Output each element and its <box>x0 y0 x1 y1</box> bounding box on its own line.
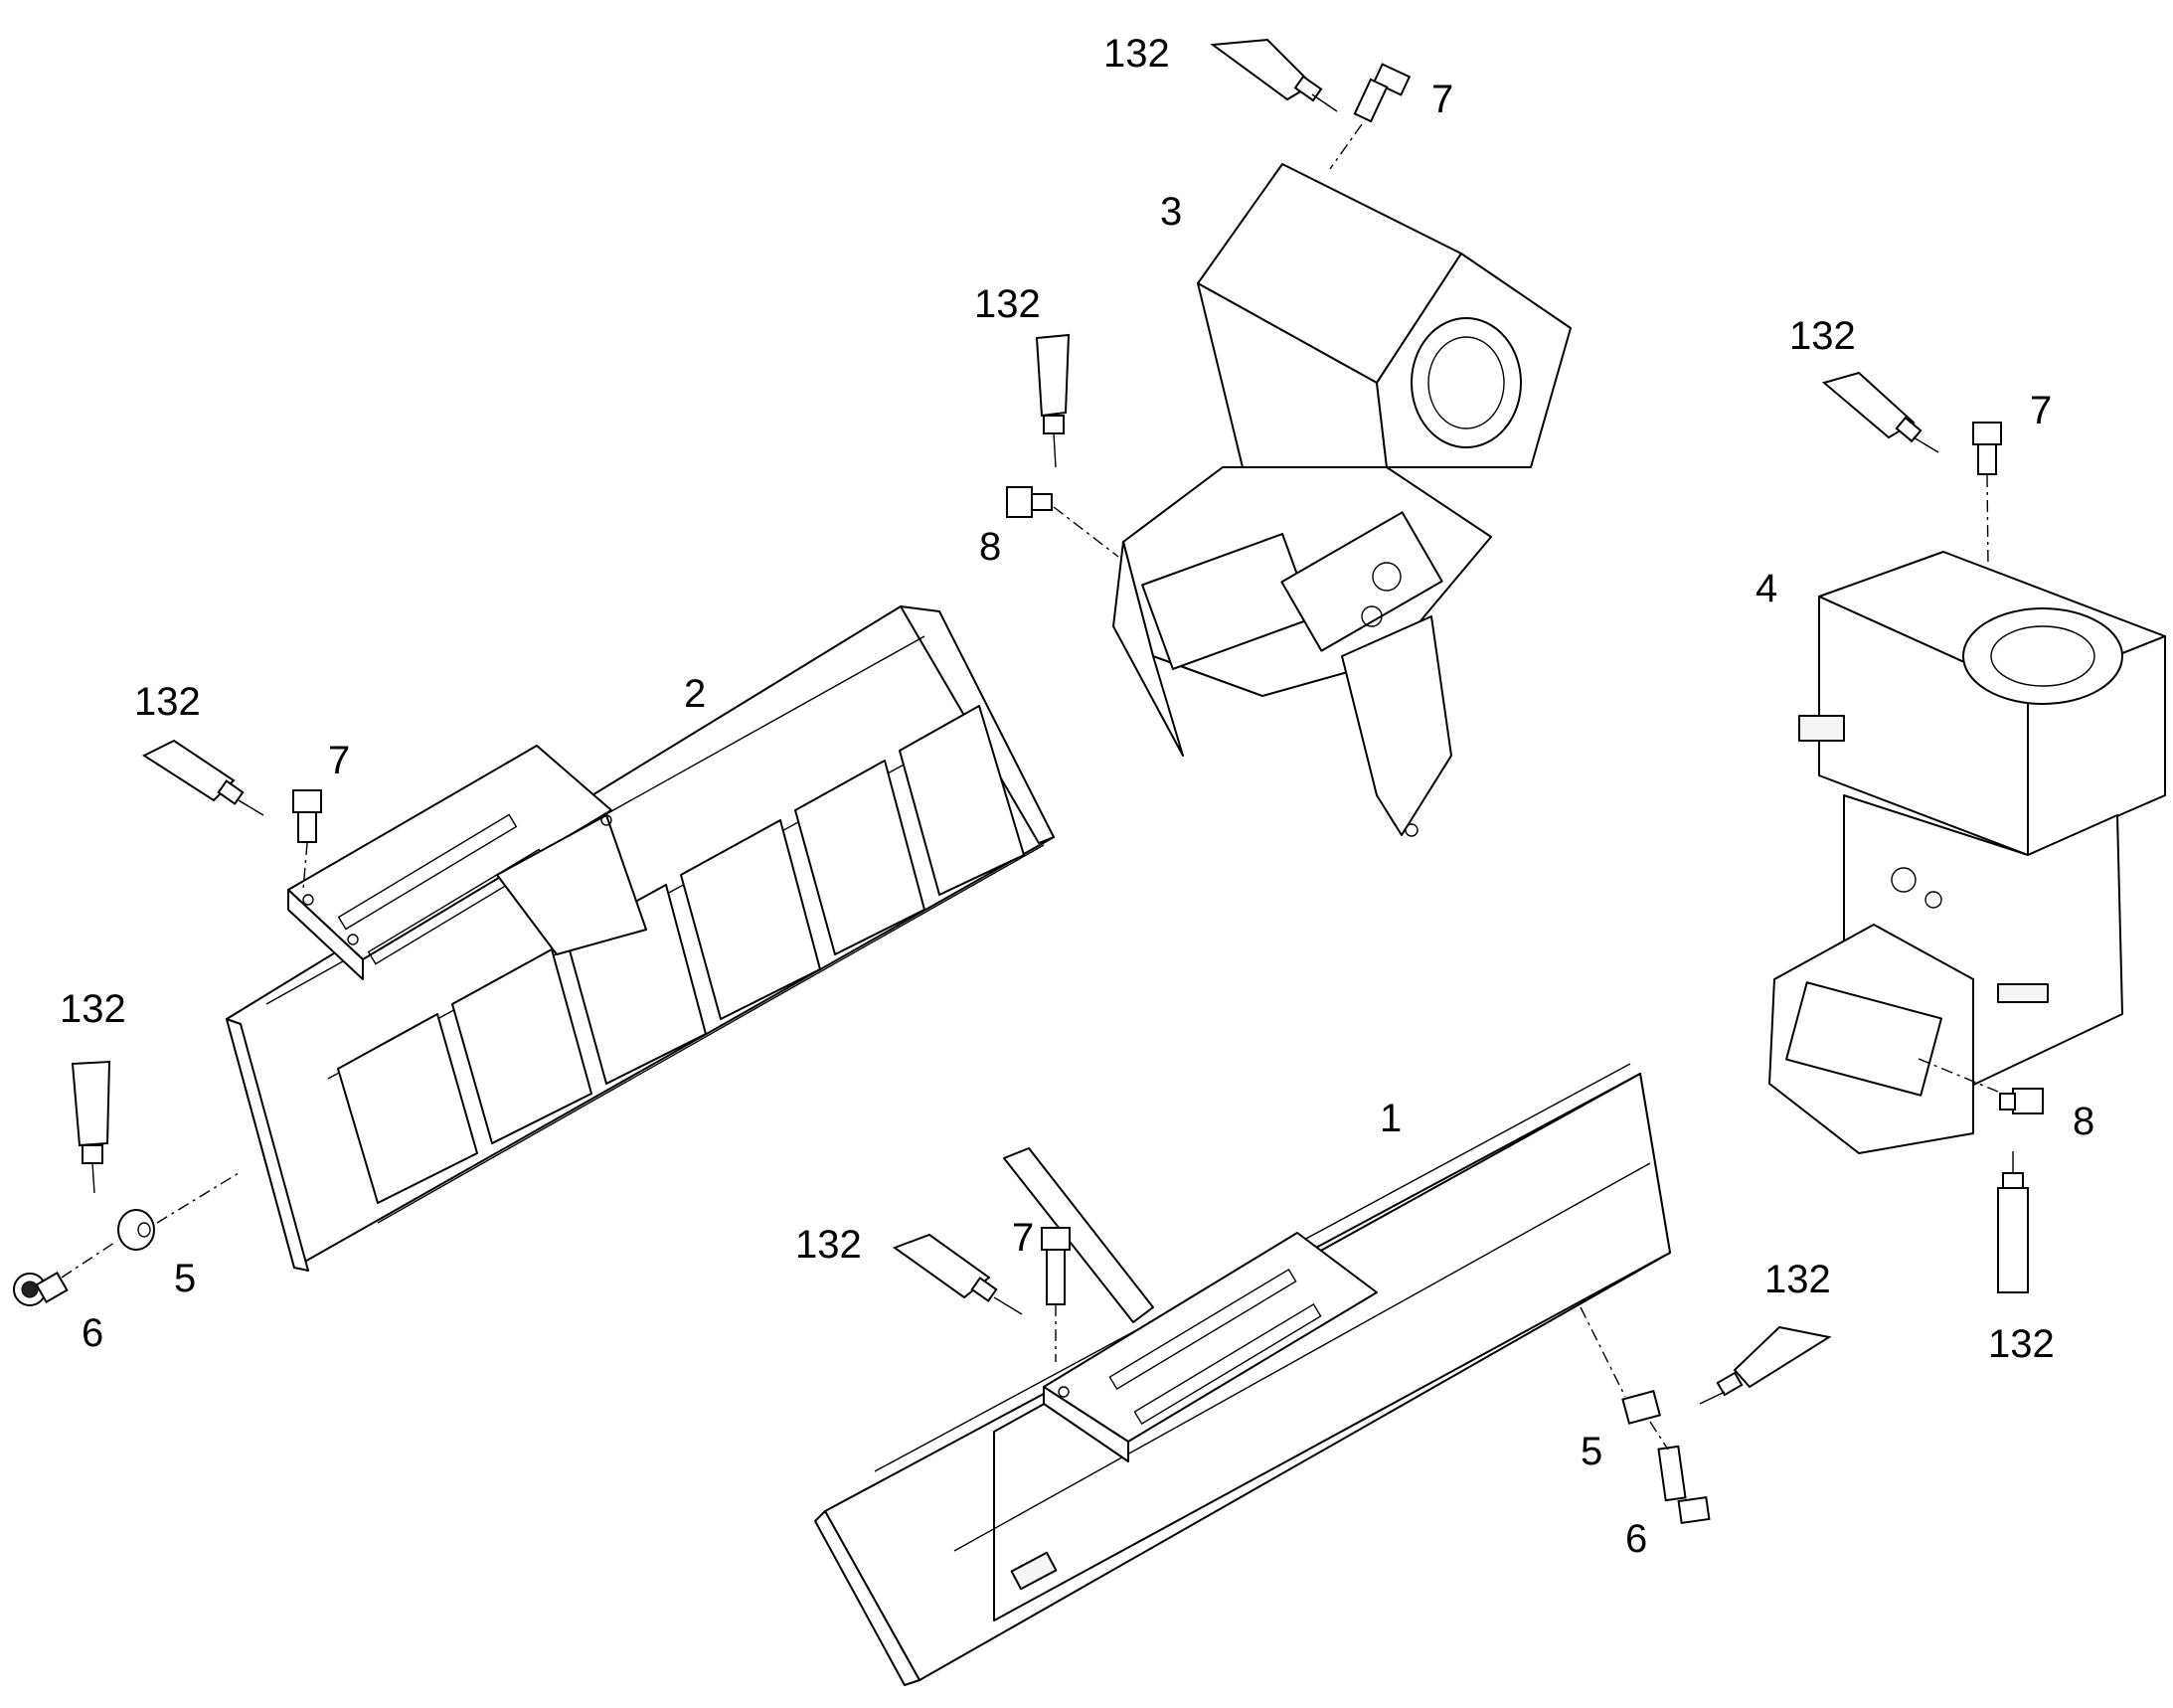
callout-132-right-bottom: 132 <box>1988 1322 2055 1366</box>
part-1-housing <box>814 1063 1671 1686</box>
callout-8-right: 8 <box>2073 1100 2095 1143</box>
callout-3: 3 <box>1160 190 1183 234</box>
adhesive-tube-right-vertical <box>1997 1151 2029 1293</box>
callout-7-right: 7 <box>2030 389 2053 432</box>
adhesive-tube-top <box>1210 38 1338 112</box>
nut-6-left <box>13 1271 69 1306</box>
callout-6-left: 6 <box>82 1311 104 1355</box>
spacer-5-right <box>1621 1390 1662 1425</box>
assembly-lines <box>61 123 1999 1451</box>
nut-6-right <box>1657 1445 1711 1524</box>
callout-132-center: 132 <box>974 282 1041 326</box>
callout-132-right-top: 132 <box>1789 314 1856 358</box>
bolt-7-bottom <box>1041 1227 1071 1305</box>
adhesive-tube-center <box>1035 333 1071 468</box>
callout-132-bottom: 132 <box>795 1223 862 1267</box>
adhesive-tube-bottom-center <box>892 1233 1023 1315</box>
part-3-housing <box>1112 163 1572 837</box>
part-4-housing <box>1768 551 2166 1154</box>
bolt-8-right <box>1999 1088 2044 1114</box>
callout-5-right: 5 <box>1581 1430 1603 1473</box>
adhesive-tube-bottom-right <box>1699 1325 1832 1405</box>
bolt-7-top <box>1353 63 1412 123</box>
callout-1: 1 <box>1380 1097 1403 1140</box>
part-2-housing <box>226 605 1055 1272</box>
bolt-7-right <box>1972 422 2002 475</box>
callout-7-top: 7 <box>1431 78 1454 121</box>
spacer-5-left <box>117 1209 155 1251</box>
callout-4: 4 <box>1755 567 1778 610</box>
callout-7-bottom: 7 <box>1012 1216 1035 1260</box>
callout-132-left: 132 <box>134 680 201 724</box>
adhesive-tube-right-top <box>1821 371 1939 453</box>
callout-8-center: 8 <box>979 525 1002 569</box>
adhesive-tube-far-left <box>71 1060 111 1194</box>
bolt-7-left <box>292 789 322 843</box>
callout-7-left: 7 <box>328 739 351 782</box>
callout-132-bottom-right: 132 <box>1764 1258 1831 1301</box>
callout-132-top: 132 <box>1103 32 1170 76</box>
callout-5-left: 5 <box>174 1257 197 1300</box>
bolt-8-center <box>1006 486 1053 518</box>
callout-132-far-left: 132 <box>60 987 126 1031</box>
callout-6-right: 6 <box>1625 1517 1648 1561</box>
adhesive-tube-left <box>141 739 264 816</box>
callout-2: 2 <box>684 672 707 716</box>
